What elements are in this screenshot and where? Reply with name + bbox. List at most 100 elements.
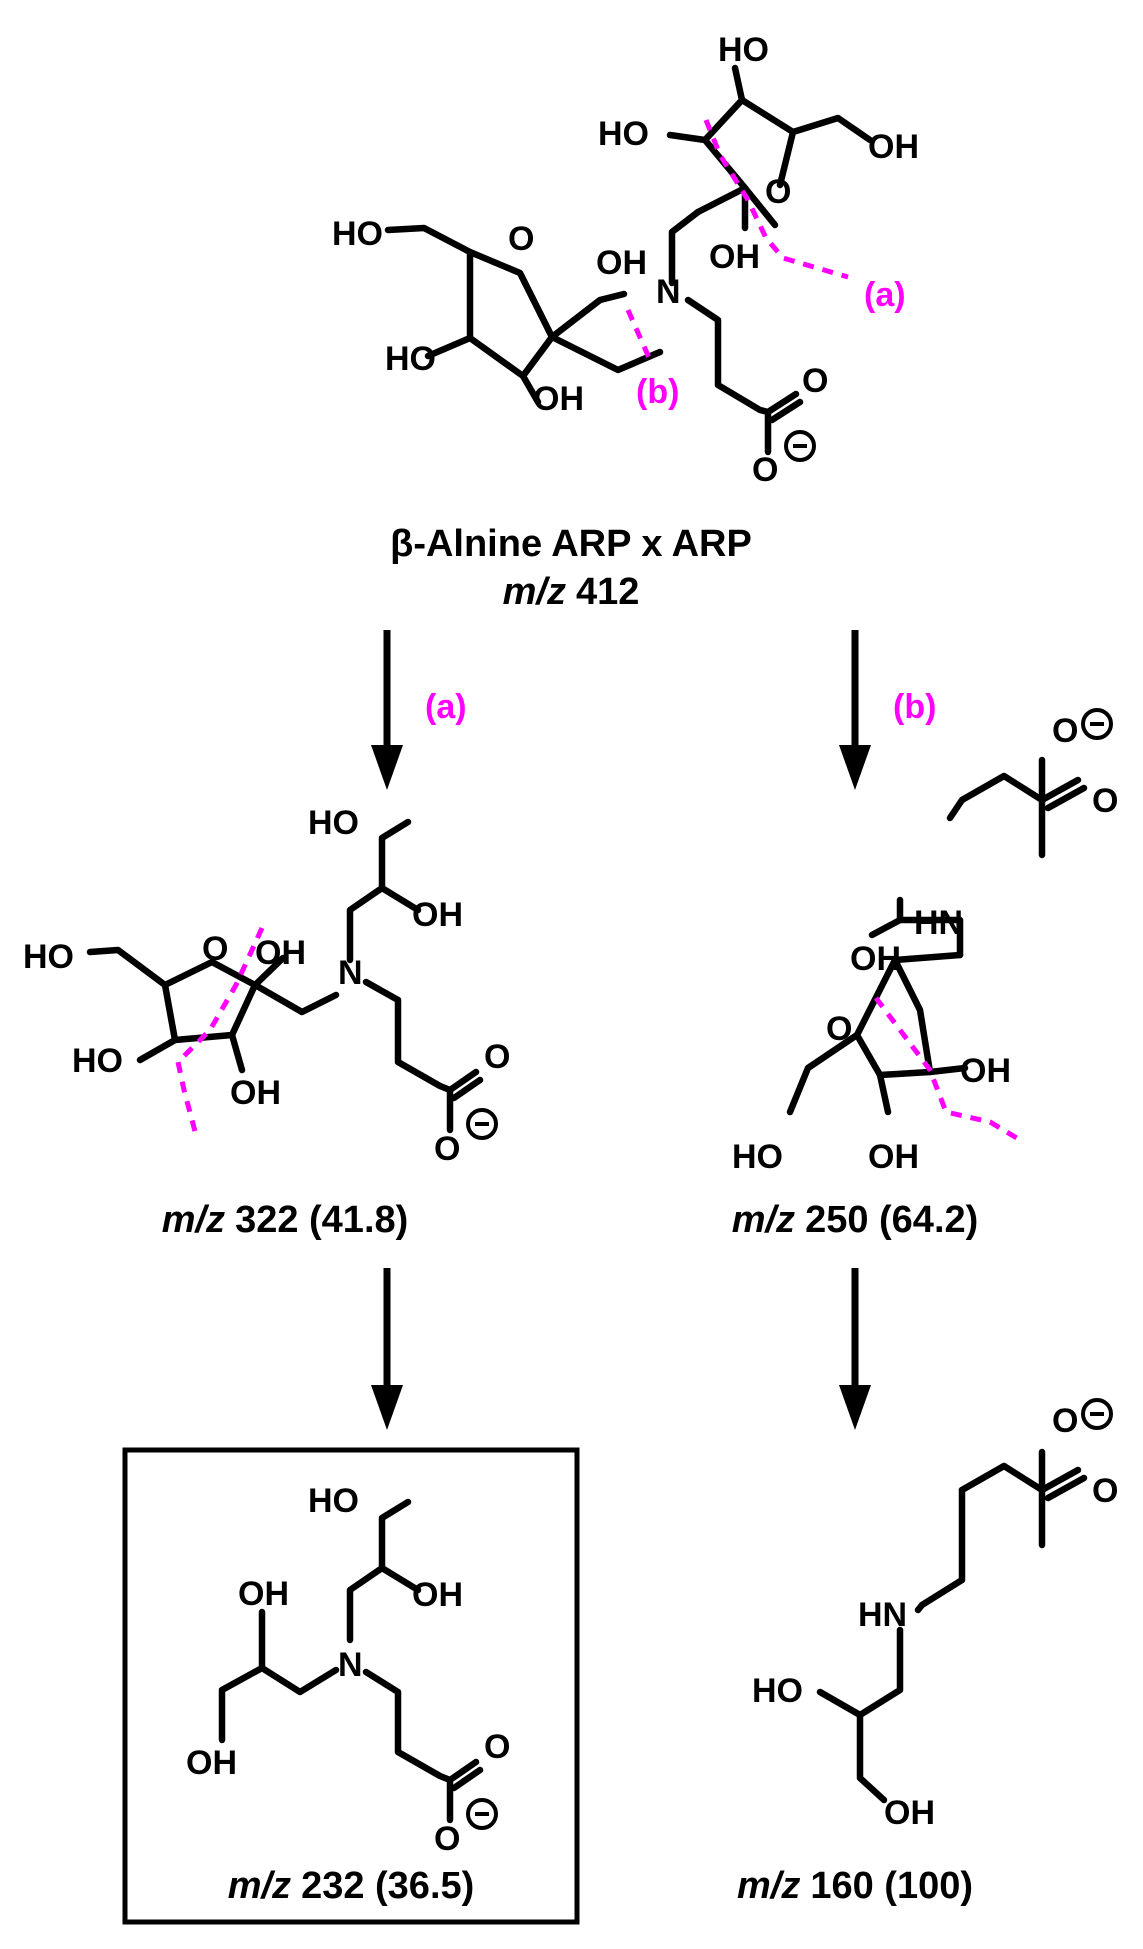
atom-n-frag232: N — [338, 1646, 363, 1684]
frag250-co-upper — [1038, 776, 1082, 804]
atom-ho-frag322-glyceryl: HO — [308, 804, 359, 842]
frag322-co-upper-double — [450, 1076, 484, 1102]
frag250-co-upper-double — [1044, 784, 1088, 812]
atom-ho-frag322-ring: HO — [72, 1042, 123, 1080]
frag250-hn-ch2 — [868, 916, 964, 959]
frag322-ch2oh — [86, 946, 169, 989]
arrow-412-to-322 — [371, 630, 403, 790]
parent-structure: HO O OH HO OH N HO HO OH O OH O O (a) (b… — [332, 31, 919, 489]
frag250-ring-bonds — [853, 956, 934, 1079]
cleavage-label-a: (a) — [864, 276, 906, 314]
right-ring-oh-top — [731, 64, 746, 104]
frag322-glyceryl — [346, 818, 412, 964]
frag322-anomeric-oh — [251, 954, 287, 989]
atom-oh-frag250-ring: OH — [960, 1052, 1011, 1090]
atom-o-frag232-carbonyl: O — [484, 1728, 510, 1766]
frag232-glyceryl-right-oh — [378, 1564, 422, 1594]
atom-oh-frag232-left-top: OH — [238, 1575, 289, 1613]
atom-oh-frag160: OH — [884, 1794, 935, 1832]
atom-o-frag322-carboxylate: O — [434, 1130, 460, 1168]
right-ring-bonds — [701, 96, 797, 189]
cleavage-line-a — [703, 119, 849, 280]
atom-ho-frag250-ch2oh: HO — [732, 1138, 783, 1176]
fragment-250-structure: O O HN OH O OH HO OH — [732, 708, 1118, 1176]
frag322-negative-charge-icon — [466, 1108, 498, 1140]
atom-o-frag160-carbonyl: O — [1092, 1472, 1118, 1510]
negative-charge-icon — [784, 430, 816, 462]
atom-o-frag250-carboxylate: O — [1052, 712, 1078, 750]
frag232-negative-charge-icon — [466, 1798, 498, 1830]
atom-oh-frag322-glyceryl: OH — [412, 896, 463, 934]
atom-o-frag250-carbonyl: O — [1092, 782, 1118, 820]
atom-oh-frag322-ring-bottom: OH — [230, 1074, 281, 1112]
frag250-chain — [946, 772, 1046, 859]
atom-oh-left-anomeric: OH — [596, 244, 647, 282]
left-ring-oh-bond-2 — [519, 372, 542, 406]
atom-ho-frag160: HO — [752, 1672, 803, 1710]
frag160-co-upper-double — [1044, 1474, 1088, 1502]
atom-oh-frag322-anomeric: OH — [255, 934, 306, 972]
frag232-glyceryl-left — [258, 1608, 340, 1696]
fragment-160-structure: O O HN HO OH — [752, 1398, 1118, 1832]
atom-hn-frag250: HN — [914, 904, 963, 942]
right-ring-oh-left — [666, 131, 709, 144]
arrow-412-to-250 — [839, 630, 871, 790]
atom-o-frag160-carboxylate: O — [1052, 1402, 1078, 1440]
frag232-highlight-box — [122, 1447, 580, 1925]
frag160-chain-to-hn — [914, 1486, 966, 1614]
arrow-322-to-232 — [371, 1268, 403, 1430]
carboxyl-co-upper — [764, 390, 800, 416]
frag232-glyceryl-right — [346, 1498, 412, 1644]
frag322-propanoate — [362, 978, 454, 1094]
frag250-negative-charge-icon — [1081, 708, 1113, 740]
frag322-oh-bond-2 — [228, 1031, 246, 1074]
frag250-cleavage-line — [874, 996, 1022, 1143]
atom-hn-frag160: HN — [858, 1596, 907, 1634]
arrow-label-a: (a) — [425, 688, 467, 726]
atom-oh-right-anomeric: OH — [709, 238, 760, 276]
frag250-oh-bond — [926, 1064, 969, 1076]
frag160-co-chain — [958, 1462, 1046, 1549]
atom-ho-left-ch2oh: HO — [332, 215, 383, 253]
atom-oh-frag250-ring-bottom: OH — [868, 1138, 919, 1176]
frag160-co-upper — [1038, 1466, 1082, 1494]
n-propanoate-chain — [684, 296, 772, 416]
atom-o-carbonyl-parent: O — [802, 362, 828, 400]
frag232-propanoate — [362, 1668, 454, 1784]
left-ring-ch2oh — [384, 224, 474, 256]
atom-o-carboxylate-parent: O — [752, 451, 778, 489]
frag322-glyceryl-oh — [378, 884, 422, 914]
atom-oh-frag250-anomeric: OH — [850, 940, 901, 978]
atom-oh-frag232-right: OH — [412, 1576, 463, 1614]
atom-n-frag322: N — [338, 954, 363, 992]
left-anomeric-oh-bond — [548, 290, 628, 341]
n-to-right-ch2 — [668, 208, 702, 287]
left-ring-bonds — [466, 248, 556, 380]
cleavage-line-b — [625, 308, 653, 362]
left-ch2-to-n — [548, 333, 664, 374]
fragment-322-structure: HO O OH HO OH N HO OH O O — [23, 804, 510, 1168]
atom-oh-frag232-left-bottom: OH — [186, 1744, 237, 1782]
frag322-ring-bonds — [161, 958, 259, 1044]
atom-o-left-ring: O — [508, 220, 534, 258]
atom-ho-left-ring: HO — [385, 340, 436, 378]
arrow-250-to-160 — [839, 1268, 871, 1430]
carboxyl-co-upper-double — [768, 398, 804, 424]
parent-mz-value: 412 — [576, 571, 639, 613]
frag160-glyceryl-oh — [816, 1688, 864, 1719]
atom-o-right-ring: O — [765, 173, 791, 211]
atom-o-frag322-ring: O — [202, 930, 228, 968]
frag322-ch2-to-n — [251, 981, 340, 1016]
atom-ho-right-top: HO — [718, 31, 769, 69]
frag250-ch2oh — [786, 1031, 861, 1116]
frag322-co-upper — [446, 1068, 480, 1094]
atom-o-frag232-carboxylate: O — [434, 1820, 460, 1858]
atom-oh-right-ch2oh: OH — [868, 128, 919, 166]
frag250-anomeric-ch2 — [891, 951, 964, 964]
